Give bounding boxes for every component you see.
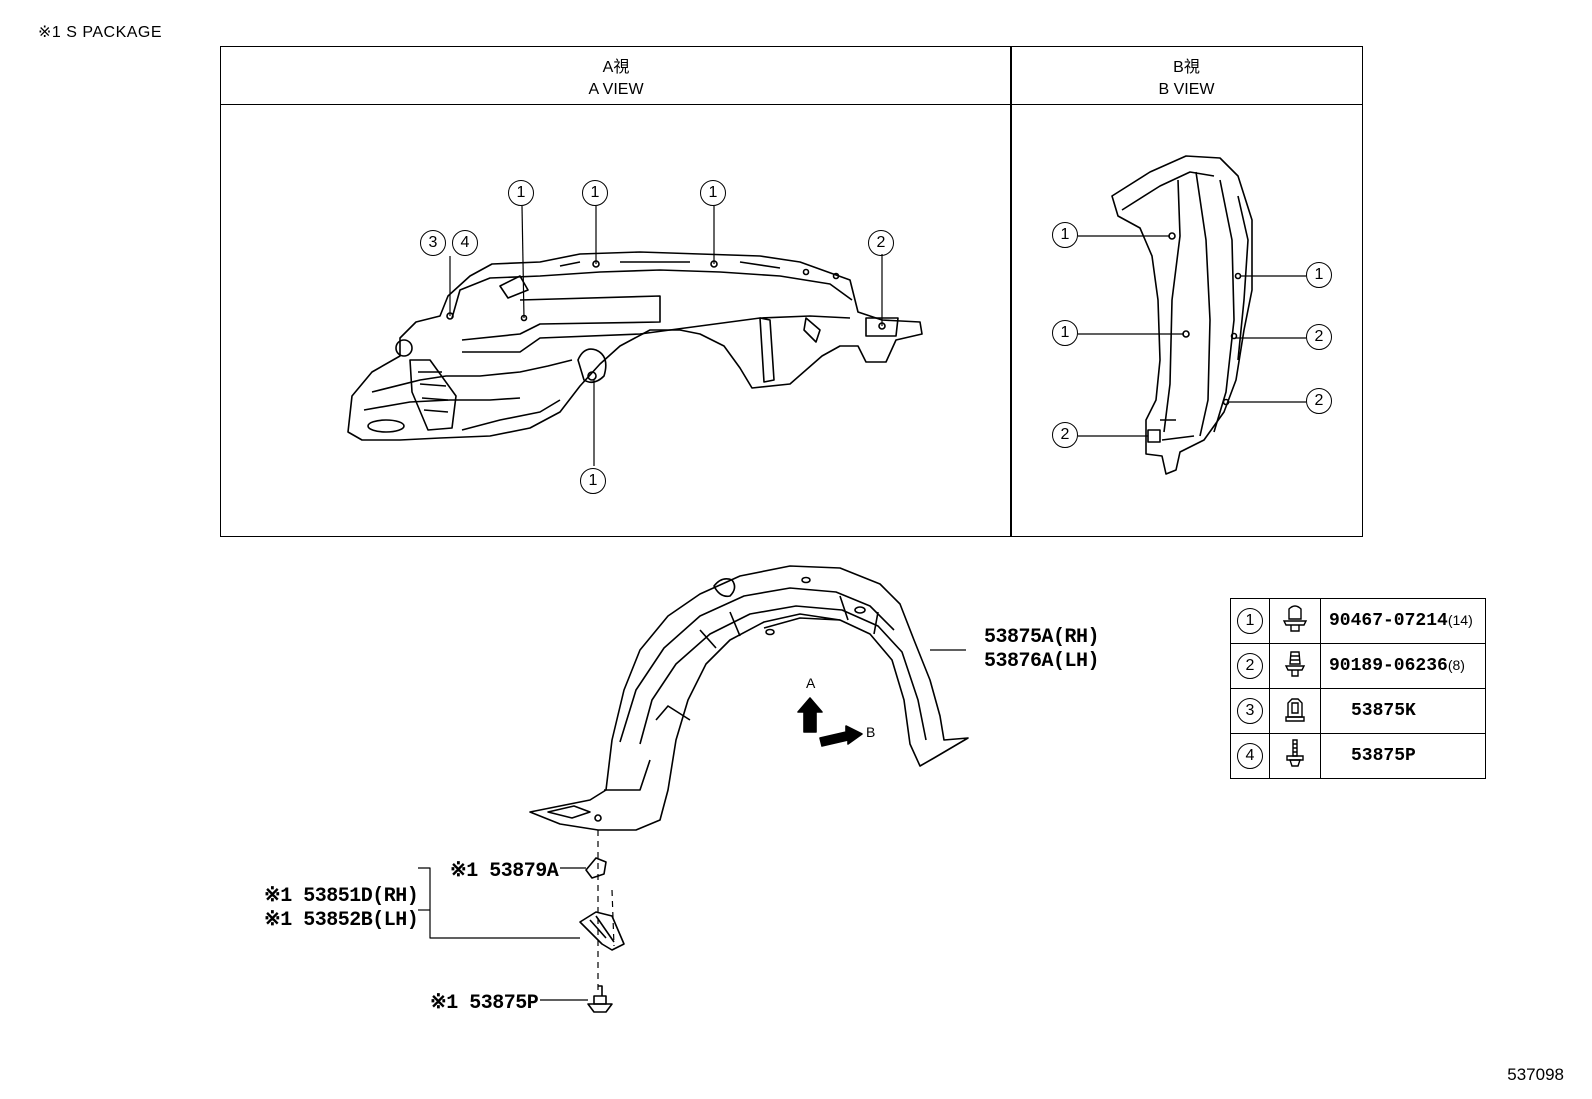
a-view-title-en: A VIEW xyxy=(588,81,644,98)
b-view-leaders xyxy=(1078,235,1306,437)
callout-4-a: 4 xyxy=(452,230,478,256)
part-label-liner-rh[interactable]: 53875A(RH) xyxy=(984,626,1100,649)
b-view-liner-drawing xyxy=(1111,155,1253,475)
fastener-legend-table: 1 90467-07214(14) 2 90189-06236(8) 3 538… xyxy=(1230,598,1486,779)
legend-index: 3 xyxy=(1237,698,1263,724)
legend-quantity: (14) xyxy=(1447,612,1473,628)
legend-index: 2 xyxy=(1237,653,1263,679)
package-note: ※1 S PACKAGE xyxy=(38,24,163,41)
a-view-panel: A視 A VIEW xyxy=(220,46,1012,537)
part-label-seal-rh[interactable]: ※1 53851D(RH) xyxy=(264,885,419,908)
arrow-b-label: B xyxy=(866,724,876,740)
legend-row: 2 90189-06236(8) xyxy=(1230,643,1486,689)
b-view-header: B視 B VIEW xyxy=(1011,47,1362,105)
main-fender-liner-drawing xyxy=(529,565,969,831)
clip-icon xyxy=(1269,598,1321,644)
b-view-title-jp: B視 xyxy=(1173,59,1200,76)
legend-part-number[interactable]: 90189-06236 xyxy=(1329,656,1448,676)
bolt-icon xyxy=(1269,733,1321,779)
part-label-seal-lh[interactable]: ※1 53852B(LH) xyxy=(264,909,419,932)
seal-assembly-drawing xyxy=(579,857,625,1013)
callout-2-b2: 2 xyxy=(1306,324,1332,350)
legend-row: 4 53875P xyxy=(1230,733,1486,779)
callout-1-a4: 1 xyxy=(580,468,606,494)
callout-1-b1: 1 xyxy=(1052,222,1078,248)
legend-row: 1 90467-07214(14) xyxy=(1230,598,1486,644)
callout-3-a: 3 xyxy=(420,230,446,256)
callout-2-b1: 2 xyxy=(1052,422,1078,448)
legend-part-number[interactable]: 90467-07214 xyxy=(1329,611,1448,631)
arrow-a-label: A xyxy=(806,675,816,691)
callout-1-a2: 1 xyxy=(582,180,608,206)
legend-row: 3 53875K xyxy=(1230,688,1486,734)
callout-1-b2: 1 xyxy=(1052,320,1078,346)
nut-icon xyxy=(1269,688,1321,734)
b-view-panel: B視 B VIEW xyxy=(1010,46,1363,537)
legend-part-number[interactable]: 53875P xyxy=(1351,746,1416,766)
clip-icon xyxy=(1269,643,1321,689)
part-label-bolt[interactable]: ※1 53875P xyxy=(430,992,539,1015)
callout-2-a: 2 xyxy=(868,230,894,256)
a-view-leaders xyxy=(449,205,883,466)
a-view-title-jp: A視 xyxy=(602,59,630,76)
part-label-nut[interactable]: ※1 53879A xyxy=(450,860,559,883)
callout-1-a1: 1 xyxy=(508,180,534,206)
legend-quantity: (8) xyxy=(1447,657,1465,673)
callout-1-a3: 1 xyxy=(700,180,726,206)
part-label-liner-lh[interactable]: 53876A(LH) xyxy=(984,650,1100,673)
legend-index: 4 xyxy=(1237,743,1263,769)
seal-leaders xyxy=(418,649,966,1001)
legend-index: 1 xyxy=(1237,608,1263,634)
view-arrows xyxy=(797,697,863,747)
document-id: 537098 xyxy=(1507,1065,1564,1084)
a-view-liner-drawing xyxy=(347,251,923,441)
callout-2-b3: 2 xyxy=(1306,388,1332,414)
legend-part-number[interactable]: 53875K xyxy=(1351,701,1416,721)
b-view-title-en: B VIEW xyxy=(1158,81,1215,98)
callout-1-b3: 1 xyxy=(1306,262,1332,288)
a-view-header: A視 A VIEW xyxy=(221,47,1011,105)
